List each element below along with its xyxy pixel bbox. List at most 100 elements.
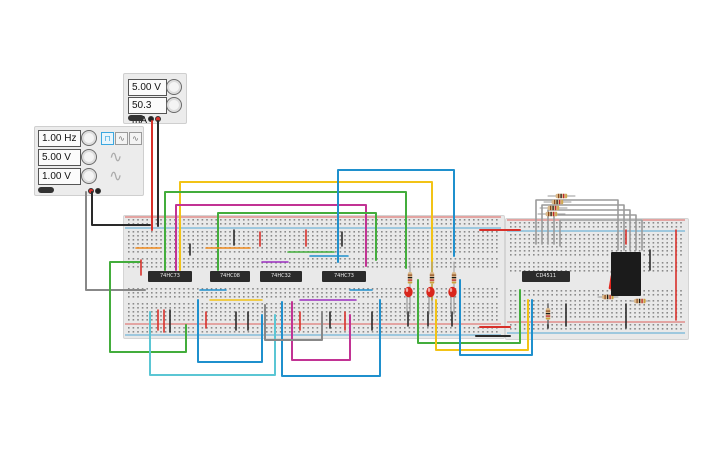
- breadboard-hole: [238, 331, 240, 333]
- breadboard-hole: [394, 307, 397, 309]
- breadboard-hole: [510, 308, 512, 310]
- chip-flipflop-2[interactable]: 74HC73: [322, 271, 366, 282]
- breadboard-hole: [229, 235, 231, 237]
- breadboard-hole: [252, 239, 254, 241]
- breadboard-hole: [275, 303, 277, 305]
- breadboard-hole: [192, 319, 194, 321]
- breadboard-hole: [413, 288, 415, 290]
- breadboard-hole: [468, 288, 470, 290]
- breadboard-hole: [215, 288, 217, 290]
- breadboard-hole: [151, 262, 153, 264]
- breadboard-hole: [625, 246, 627, 248]
- breadboard-hole: [680, 294, 682, 296]
- breadboard-hole: [588, 266, 590, 268]
- breadboard-hole: [394, 288, 397, 290]
- breadboard-hole: [316, 319, 319, 321]
- breadboard-hole: [160, 231, 162, 233]
- breadboard-hole: [514, 262, 517, 264]
- breadboard-hole: [335, 262, 337, 264]
- breadboard-hole: [298, 319, 300, 321]
- function-generator: 1.00 Hz 5.00 V 1.00 V ⊓ ∿ ∿ ∿ ∿: [34, 126, 144, 196]
- generator-power-switch[interactable]: [38, 187, 54, 193]
- breadboard-hole: [298, 231, 300, 233]
- breadboard-hole: [307, 315, 309, 317]
- breadboard-hole: [533, 308, 535, 310]
- chip-or-gate[interactable]: 74HC32: [260, 271, 302, 282]
- chip-flipflop-1[interactable]: 74HC73: [148, 271, 192, 282]
- breadboard-hole: [307, 235, 309, 237]
- breadboard-hole: [128, 231, 130, 233]
- breadboard-hole: [648, 234, 650, 236]
- chip-and-gate[interactable]: 74HC08: [210, 271, 250, 282]
- breadboard-hole: [325, 292, 328, 294]
- sine-wave-button[interactable]: ∿: [129, 132, 142, 145]
- resistor-1: [555, 193, 568, 199]
- breadboard-hole: [394, 266, 397, 268]
- breadboard-hole: [473, 258, 475, 260]
- breadboard-hole: [477, 223, 480, 225]
- breadboard-hole: [482, 266, 484, 268]
- breadboard-hole: [371, 235, 374, 237]
- breadboard-hole: [574, 250, 576, 252]
- breadboard-hole: [404, 327, 406, 329]
- breadboard-hole: [279, 235, 282, 237]
- breadboard-hole: [657, 226, 659, 228]
- breadboard-hole: [588, 254, 590, 256]
- current-knob[interactable]: [166, 97, 182, 113]
- breadboard-hole: [473, 327, 475, 329]
- breadboard-hole: [652, 234, 655, 236]
- frequency-knob[interactable]: [81, 130, 97, 146]
- triangle-wave-button[interactable]: ∿: [115, 132, 128, 145]
- breadboard-hole: [510, 290, 512, 292]
- amplitude-knob[interactable]: [81, 149, 97, 165]
- breadboard-hole: [243, 296, 245, 298]
- breadboard-hole: [454, 296, 457, 298]
- breadboard-hole: [137, 266, 139, 268]
- breadboard-hole: [252, 311, 254, 313]
- breadboard-hole: [463, 311, 466, 313]
- offset-knob[interactable]: [81, 168, 97, 184]
- breadboard-hole: [652, 262, 655, 264]
- breadboard-hole: [556, 234, 558, 236]
- breadboard-hole: [155, 266, 158, 268]
- breadboard-hole: [141, 231, 144, 233]
- breadboard-hole: [533, 250, 535, 252]
- breadboard-hole: [339, 311, 342, 313]
- breadboard-hole: [560, 246, 563, 248]
- breadboard-hole: [174, 235, 176, 237]
- breadboard-hole: [597, 234, 599, 236]
- breadboard-hole: [312, 258, 314, 260]
- chip-bcd-decoder[interactable]: CD4511: [522, 271, 570, 282]
- breadboard-hole: [187, 327, 190, 329]
- generator-negative-terminal[interactable]: [95, 188, 101, 194]
- breadboard-hole: [238, 258, 240, 260]
- breadboard-hole: [183, 315, 185, 317]
- breadboard-hole: [482, 239, 484, 241]
- breadboard-hole: [298, 303, 300, 305]
- breadboard-hole: [638, 222, 641, 224]
- resistor-band: [545, 313, 551, 315]
- breadboard-hole: [321, 258, 323, 260]
- breadboard-hole: [671, 328, 673, 330]
- breadboard-hole: [183, 231, 185, 233]
- breadboard-hole: [137, 288, 139, 290]
- breadboard-hole: [450, 219, 452, 221]
- breadboard-hole: [634, 324, 636, 326]
- breadboard-hole: [671, 250, 673, 252]
- voltage-knob[interactable]: [166, 79, 182, 95]
- breadboard-hole: [556, 308, 558, 310]
- breadboard-hole: [454, 311, 457, 313]
- breadboard-hole: [482, 258, 484, 260]
- breadboard-hole: [261, 247, 263, 249]
- breadboard-hole: [344, 239, 346, 241]
- breadboard-hole: [266, 311, 268, 313]
- power-switch[interactable]: [128, 115, 144, 121]
- breadboard-hole: [220, 296, 222, 298]
- breadboard-hole: [491, 311, 493, 313]
- breadboard-hole: [381, 231, 383, 233]
- breadboard-hole: [325, 296, 328, 298]
- breadboard-hole: [151, 243, 153, 245]
- breadboard-hole: [183, 262, 185, 264]
- breadboard-hole: [523, 238, 526, 240]
- square-wave-button[interactable]: ⊓: [101, 132, 114, 145]
